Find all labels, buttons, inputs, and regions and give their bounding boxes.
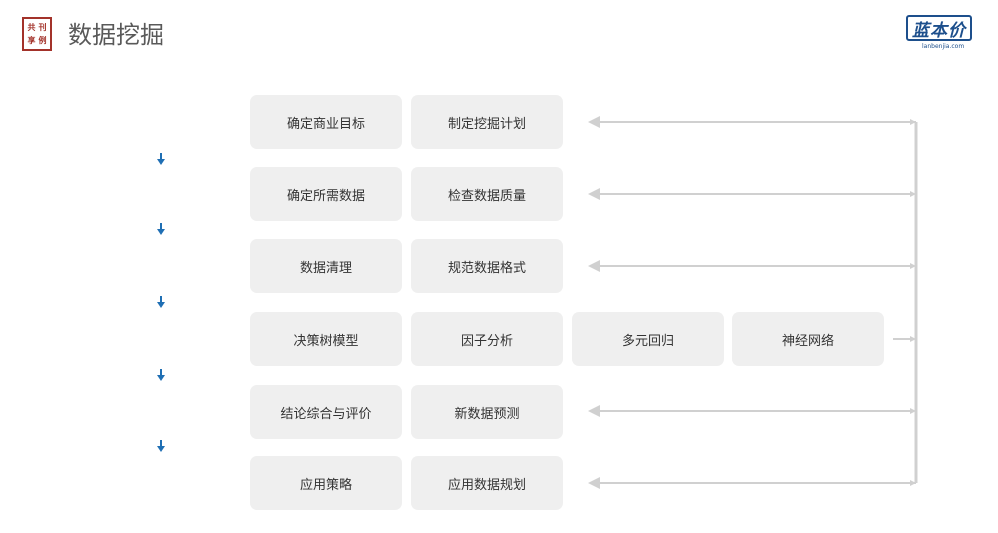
step-box: 检查数据质量 <box>411 167 563 221</box>
step-down-arrow <box>157 369 165 381</box>
step-box: 结论综合与评价 <box>250 385 402 439</box>
brand-logo-text: 蓝本价 <box>906 15 972 41</box>
step-box: 确定所需数据 <box>250 167 402 221</box>
trunk-arrowhead <box>910 119 916 125</box>
header: 共 刊 享 例 数据挖掘 蓝本价 lanbenjia.com <box>0 0 998 70</box>
step-box: 神经网络 <box>732 312 884 366</box>
page-title: 数据挖掘 <box>68 21 164 49</box>
step-box: 制定挖掘计划 <box>411 95 563 149</box>
seal-char: 刊 <box>38 22 47 32</box>
trunk-arrowhead <box>910 336 916 342</box>
step-box: 多元回归 <box>572 312 724 366</box>
trunk-arrowhead <box>910 408 916 414</box>
trunk-arrowhead <box>910 480 916 486</box>
step-box: 应用数据规划 <box>411 456 563 510</box>
step-box: 确定商业目标 <box>250 95 402 149</box>
brand-logo-url: lanbenjia.com <box>922 43 965 50</box>
seal-logo: 共 刊 享 例 <box>22 17 52 51</box>
step-box: 决策树模型 <box>250 312 402 366</box>
step-down-arrow <box>157 153 165 165</box>
step-box: 新数据预测 <box>411 385 563 439</box>
step-box: 规范数据格式 <box>411 239 563 293</box>
step-box: 因子分析 <box>411 312 563 366</box>
step-box: 数据清理 <box>250 239 402 293</box>
seal-char: 共 <box>27 22 36 32</box>
step-box: 应用策略 <box>250 456 402 510</box>
trunk-arrowhead <box>910 263 916 269</box>
seal-char: 享 <box>27 35 36 45</box>
step-down-arrow <box>157 223 165 235</box>
step-down-arrow <box>157 440 165 452</box>
trunk-arrowhead <box>910 191 916 197</box>
step-down-arrow <box>157 296 165 308</box>
seal-char: 例 <box>38 35 47 45</box>
brand-logo: 蓝本价 lanbenjia.com <box>906 15 974 51</box>
